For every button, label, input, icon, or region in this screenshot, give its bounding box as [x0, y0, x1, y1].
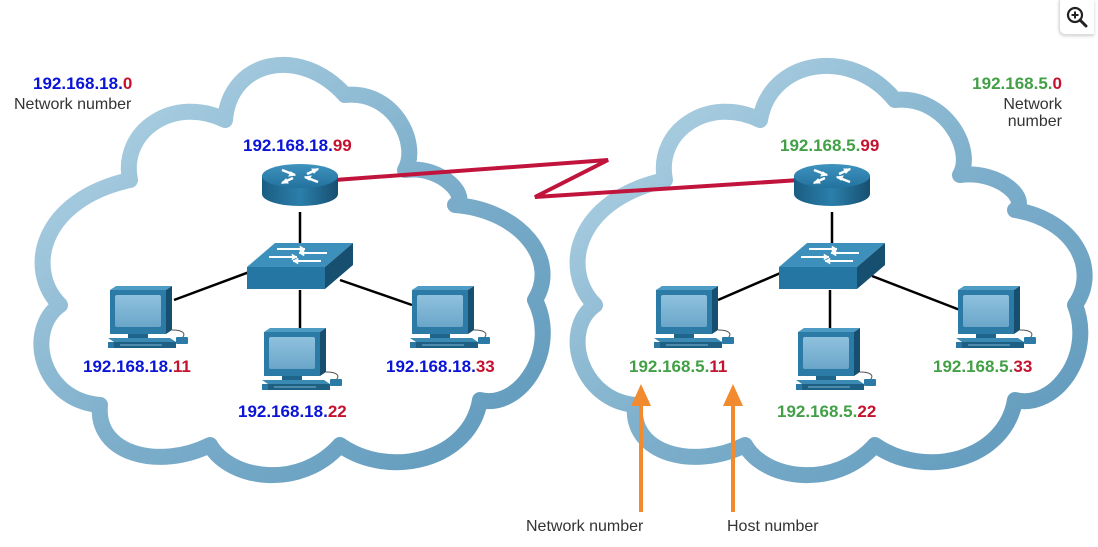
pc-icon[interactable] [955, 285, 1037, 349]
zoom-in-icon [1066, 6, 1088, 28]
left-network-caption: Network number [14, 96, 132, 113]
right-network-address: 192.168.5.0 [972, 74, 1062, 93]
left-router-address: 192.168.18.99 [243, 136, 352, 155]
left-pc1-address: 192.168.18.11 [83, 357, 191, 376]
left-pc3-address: 192.168.18.33 [386, 357, 495, 376]
left-network-address: 192.168.18.0 [33, 74, 132, 93]
router-icon[interactable] [792, 162, 872, 208]
cloud-icon [569, 58, 1093, 483]
serial-link [334, 158, 801, 199]
annotation-arrows [631, 384, 743, 512]
right-pc2-address: 192.168.5.22 [777, 402, 876, 421]
network-number-annotation: Network number [526, 518, 644, 535]
right-pc3-address: 192.168.5.33 [933, 357, 1032, 376]
left-pc2-address: 192.168.18.22 [238, 402, 347, 421]
pc-icon[interactable] [409, 285, 491, 349]
host-number-annotation: Host number [727, 518, 819, 535]
pc-icon[interactable] [261, 327, 343, 391]
router-icon[interactable] [260, 162, 340, 208]
zoom-button[interactable] [1059, 0, 1094, 35]
right-pc1-address: 192.168.5.11 [629, 357, 727, 376]
right-router-address: 192.168.5.99 [780, 136, 879, 155]
ethernet-links-left [173, 212, 413, 330]
switch-icon[interactable] [778, 242, 886, 290]
pc-icon[interactable] [107, 285, 189, 349]
switch-icon[interactable] [246, 242, 354, 290]
pc-icon[interactable] [653, 285, 735, 349]
pc-icon[interactable] [795, 327, 877, 391]
cloud-icon [33, 56, 551, 483]
right-network-caption-line1: Network [1003, 96, 1063, 113]
right-network-caption-line2: number [1008, 113, 1063, 130]
